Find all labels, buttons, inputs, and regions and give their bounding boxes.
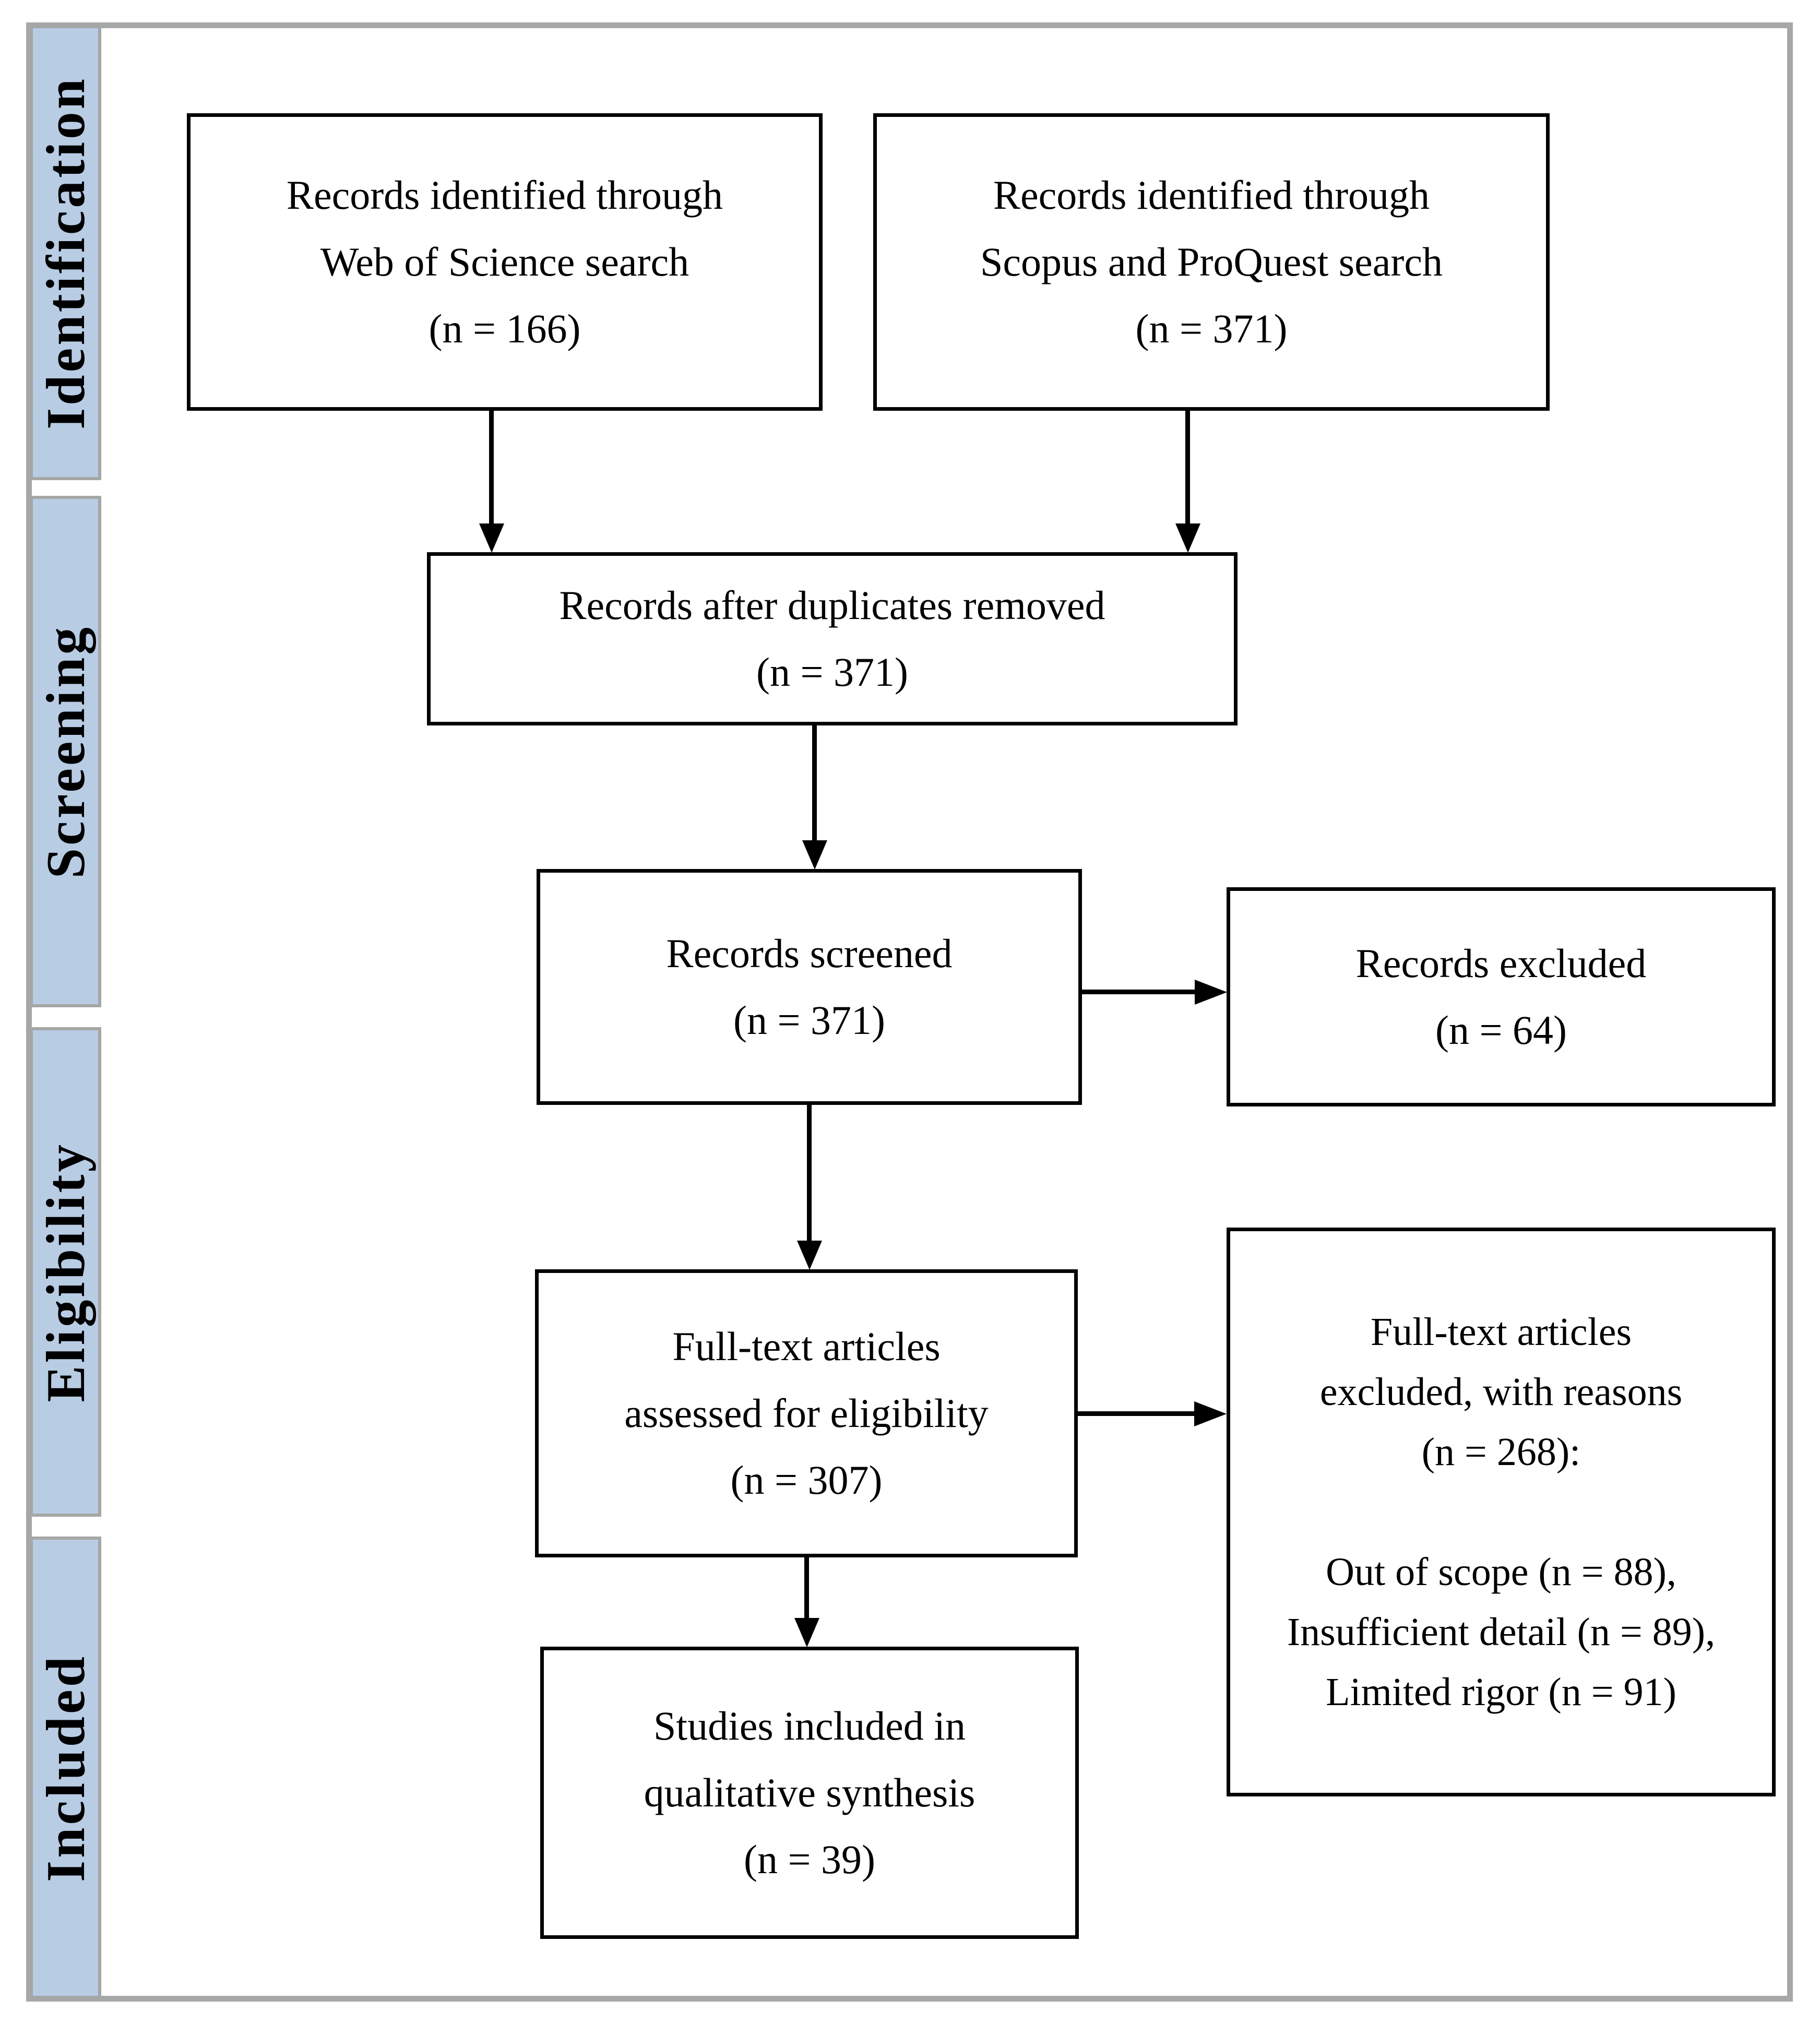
stage-identification-label: Identification — [35, 76, 96, 430]
box-records-screened: Records screened (n = 371) — [537, 869, 1082, 1105]
box-line: (n = 371) — [756, 649, 908, 695]
box-records-identified-wos: Records identified through Web of Scienc… — [187, 113, 823, 411]
arrow-screened-to-excluded-arrowhead-icon — [1195, 980, 1227, 1005]
box-line: Records excluded — [1355, 940, 1647, 986]
arrow-fulltext-to-included-arrowhead-icon — [794, 1618, 819, 1647]
box-records-after-duplicates-removed: Records after duplicates removed (n = 37… — [427, 552, 1238, 725]
stage-eligibility: Eligibility — [30, 1027, 101, 1517]
exclusion-reason-line: Out of scope (n = 88), — [1326, 1550, 1676, 1594]
arrow-dedup-to-screened-arrowhead-icon — [802, 840, 827, 870]
box-line: Full-text articles — [1370, 1309, 1632, 1354]
arrow-scopus-to-dedup-arrowhead-icon — [1175, 523, 1200, 553]
box-records-identified-scopus-proquest: Records identified through Scopus and Pr… — [873, 113, 1550, 411]
arrow-scopus-to-dedup-line — [1185, 411, 1190, 523]
exclusion-reason-line: Insufficient detail (n = 89), — [1287, 1610, 1716, 1654]
box-line: Full-text articles — [672, 1324, 941, 1369]
arrow-wos-to-dedup-arrowhead-icon — [479, 523, 504, 553]
box-line: Scopus and ProQuest search — [980, 239, 1443, 284]
arrow-fulltext-to-excluded-arrowhead-icon — [1194, 1401, 1227, 1426]
box-line: assessed for eligibility — [624, 1390, 989, 1436]
box-records-excluded: Records excluded (n = 64) — [1227, 887, 1776, 1106]
box-line: (n = 268): — [1421, 1430, 1581, 1474]
box-line: (n = 307) — [730, 1457, 883, 1503]
box-line: Records screened — [666, 931, 953, 976]
box-line: Records identified through — [286, 172, 723, 218]
arrow-wos-to-dedup-line — [489, 411, 494, 523]
exclusion-reason-line: Limited rigor (n = 91) — [1326, 1670, 1676, 1714]
stage-included-label: Included — [35, 1653, 96, 1882]
box-line: excluded, with reasons — [1319, 1370, 1683, 1414]
box-line: Studies included in — [653, 1703, 966, 1748]
box-line: (n = 64) — [1435, 1007, 1567, 1053]
arrow-screened-to-fulltext-arrowhead-icon — [797, 1241, 822, 1270]
arrow-screened-to-excluded-line — [1082, 990, 1195, 994]
box-line: qualitative synthesis — [644, 1770, 976, 1815]
box-line: (n = 166) — [429, 306, 581, 351]
stage-included: Included — [30, 1537, 101, 1999]
arrow-fulltext-to-included-line — [804, 1557, 809, 1618]
arrow-screened-to-fulltext-line — [807, 1105, 812, 1241]
box-studies-included: Studies included in qualitative synthesi… — [540, 1647, 1079, 1939]
box-line: Web of Science search — [320, 239, 689, 284]
box-line: Records after duplicates removed — [559, 582, 1105, 628]
arrow-dedup-to-screened-line — [812, 725, 817, 840]
box-line: (n = 39) — [744, 1837, 875, 1882]
stage-screening: Screening — [30, 496, 101, 1007]
box-fulltext-excluded-with-reasons: Full-text articles excluded, with reason… — [1227, 1228, 1776, 1796]
box-fulltext-assessed: Full-text articles assessed for eligibil… — [535, 1269, 1078, 1557]
box-line: (n = 371) — [1135, 306, 1288, 351]
box-line: (n = 371) — [733, 997, 885, 1043]
arrow-fulltext-to-excluded-line — [1078, 1411, 1194, 1416]
stage-eligibility-label: Eligibility — [35, 1141, 96, 1402]
stage-screening-label: Screening — [35, 624, 96, 879]
box-line: Records identified through — [993, 172, 1430, 218]
stage-identification: Identification — [30, 25, 101, 480]
